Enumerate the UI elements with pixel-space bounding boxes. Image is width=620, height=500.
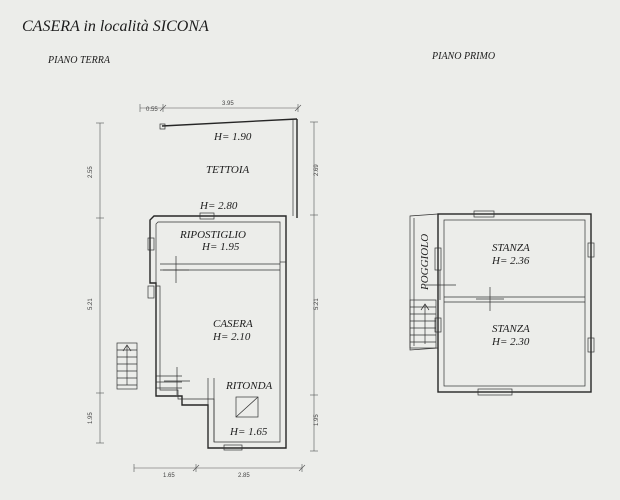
- dim-bottom-right: 2.85: [238, 473, 250, 479]
- dim-right-middle: 5.21: [314, 298, 320, 310]
- dim-top-main: 3.95: [222, 101, 234, 107]
- tettoia-label: TETTOIA: [206, 164, 249, 176]
- dim-left-upper: 2.55: [88, 166, 94, 178]
- stanza-lower-label: STANZA: [492, 323, 530, 335]
- casera-label: CASERA: [213, 318, 253, 330]
- section-marker-lower: [164, 367, 190, 395]
- top-dimension-line: [139, 104, 302, 112]
- ritonda-height: H= 1.65: [229, 426, 268, 438]
- dim-right-lower: 1.95: [314, 414, 320, 426]
- casera-height: H= 2.10: [212, 331, 251, 343]
- poggiolo-label: POGGIOLO: [419, 234, 431, 291]
- stanza-lower-height: H= 2.30: [491, 336, 530, 348]
- section-marker-upper: [163, 256, 189, 283]
- ripostiglio-label: RIPOSTIGLIO: [179, 229, 246, 241]
- poggiolo-balcony: [409, 213, 439, 351]
- ritonda-label: RITONDA: [225, 380, 273, 392]
- tettoia-height-bottom: H= 2.80: [199, 200, 238, 212]
- tettoia-outline: [159, 118, 298, 218]
- dim-left-lower: 1.95: [88, 412, 94, 424]
- ripostiglio-height: H= 1.95: [201, 241, 240, 253]
- exterior-stairs: [116, 342, 138, 390]
- ground-floor-heading: PIANO TERRA: [47, 55, 111, 66]
- stanza-upper-height: H= 2.36: [491, 255, 530, 267]
- dim-bottom-left: 1.65: [163, 473, 175, 479]
- bottom-dimension-line: [133, 464, 306, 472]
- stanza-upper-label: STANZA: [492, 242, 530, 254]
- first-floor-section-marker-center: [476, 287, 504, 311]
- dim-top-left: 0.55: [146, 107, 158, 113]
- first-floor-plan: POGGIOLO STANZA H= 2.36 STANZA H= 2.30: [409, 210, 595, 396]
- right-dimension-line: [310, 121, 318, 452]
- drawing-title: CASERA in località SICONA: [22, 18, 209, 35]
- trapdoor-symbol: [235, 396, 259, 418]
- ground-floor-plan: 0.55 3.95: [88, 101, 320, 479]
- tettoia-height-top: H= 1.90: [213, 131, 252, 143]
- left-dimension-line: [96, 122, 104, 444]
- first-floor-section-marker-left: [424, 270, 456, 300]
- balcony-stairs: [409, 299, 437, 349]
- first-floor-walls: [434, 210, 595, 396]
- first-floor-heading: PIANO PRIMO: [431, 51, 495, 62]
- dim-left-middle: 5.21: [88, 298, 94, 310]
- dim-right-upper: 2.69: [314, 164, 320, 176]
